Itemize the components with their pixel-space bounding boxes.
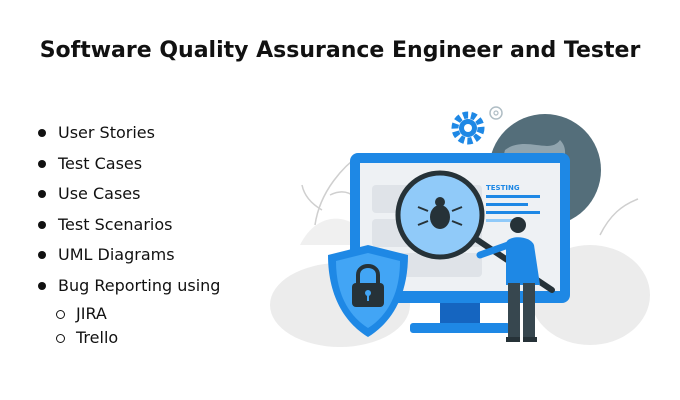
person-icon	[476, 217, 540, 342]
padlock-icon	[352, 264, 384, 307]
sub-list-container: JIRA Trello	[38, 303, 220, 351]
sub-item-jira: JIRA	[38, 303, 220, 327]
list-item-use-cases: Use Cases	[38, 181, 220, 212]
sub-item-trello: Trello	[38, 327, 220, 351]
list-item-test-scenarios: Test Scenarios	[38, 212, 220, 243]
topic-list: User Stories Test Cases Use Cases Test S…	[38, 120, 220, 351]
list-item-user-stories: User Stories	[38, 120, 220, 151]
list-item-test-cases: Test Cases	[38, 151, 220, 182]
qa-illustration: TESTING	[270, 106, 650, 347]
gear-icon	[451, 106, 503, 145]
bug-icon	[417, 197, 463, 229]
list-item-uml-diagrams: UML Diagrams	[38, 242, 220, 273]
list-item-bug-reporting: Bug Reporting using	[38, 273, 220, 304]
page-title: Software Quality Assurance Engineer and …	[39, 38, 641, 63]
sub-list: JIRA Trello	[38, 303, 220, 351]
screen-label: TESTING	[486, 184, 520, 192]
